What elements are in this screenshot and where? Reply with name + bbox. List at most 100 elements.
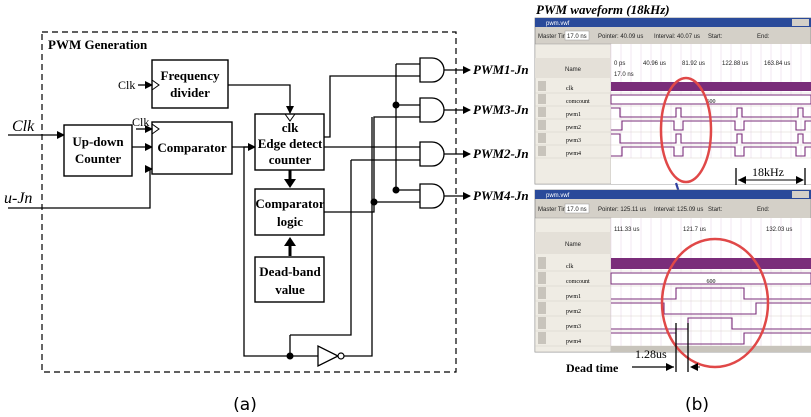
signal-icon	[538, 257, 546, 269]
highlight-ellipse-1	[659, 76, 713, 184]
window-1-pointer: Pointer: 40.09 us	[598, 34, 643, 40]
clk-wave	[611, 82, 811, 91]
dead-time-value: 1.28us	[635, 347, 667, 361]
window-1-tick-4: 163.84 us	[764, 61, 790, 67]
window-1-master-time-value: 17.0 ns	[567, 34, 587, 40]
clk-wave	[611, 258, 811, 269]
pwm-wave	[611, 332, 811, 345]
clk-small-label-2: Clk	[132, 115, 149, 129]
frequency-divider-label-1: Frequency	[161, 68, 220, 83]
clk-input-label: Clk	[12, 118, 35, 135]
pwm-wave	[611, 302, 811, 315]
pwm-wave	[611, 287, 811, 300]
dead-band-label-1: Dead-band	[259, 264, 321, 279]
pwm-wave	[611, 107, 811, 118]
window-2-tick-0: 111.33 us	[614, 227, 639, 233]
bus-wave	[610, 94, 811, 105]
window-1-name-header: Name	[565, 67, 582, 73]
window-1-marker: 17.0 ns	[614, 72, 634, 78]
signal-icon	[538, 302, 546, 314]
comparator-label: Comparator	[157, 140, 227, 155]
signal-name-pwm1: pwm1	[566, 112, 581, 118]
dead-time-label: Dead time	[566, 361, 619, 375]
dead-band-label-2: value	[275, 282, 305, 297]
comparator-logic-label-1: Comparator	[255, 196, 325, 211]
comparator-logic-label-2: logic	[277, 214, 303, 229]
u-jn-input-label: u-Jn	[4, 190, 32, 207]
window-1-tick-0: 0 ps	[614, 61, 625, 67]
window-2-pointer: Pointer: 125.11 us	[598, 207, 646, 213]
window-1-tick-1: 40.96 us	[643, 61, 666, 67]
signal-name-clk: clk	[566, 264, 573, 270]
signal-icon	[538, 81, 546, 91]
waveform-window-1: pwm.vwf Master Time 17.0 ns Pointer: 40.…	[534, 17, 811, 185]
signal-icon	[538, 146, 546, 156]
pwm-generation-boundary	[41, 31, 457, 373]
signal-icon	[538, 272, 546, 284]
waveform-window-2: pwm.vwf Master Time 17.0 ns Pointer: 125…	[534, 189, 811, 353]
window-2-master-time-value: 17.0 ns	[567, 207, 587, 213]
edge-detect-label-2: Edge detect	[258, 136, 323, 151]
signal-name-pwm3: pwm3	[566, 138, 581, 144]
up-down-counter-block	[63, 124, 133, 177]
window-1-master-time-label: Master Time	[538, 34, 572, 40]
window-1-titlebar	[535, 18, 811, 27]
waveform-title: PWM waveform (18kHz)	[536, 2, 670, 17]
window-2-titlebar	[535, 190, 811, 199]
signal-name-pwm4: pwm4	[566, 339, 581, 345]
clk-small-label-1: Clk	[118, 78, 135, 92]
up-down-counter-label-1: Up-down	[72, 134, 124, 149]
signal-icon	[538, 287, 546, 299]
signal-name-pwm3: pwm3	[566, 324, 581, 330]
window-2-master-time-label: Master Time	[538, 207, 572, 213]
window-2-scrollbar[interactable]	[611, 346, 811, 352]
window-1-interval: Interval: 40.07 us	[654, 34, 700, 40]
pwm-wave	[611, 120, 811, 131]
bus-value: 600	[707, 99, 716, 105]
pwm-wave	[611, 146, 811, 157]
output-pwm4: PWM4-Jn	[473, 188, 529, 203]
window-2-start: Start:	[708, 207, 723, 213]
signal-icon	[538, 120, 546, 130]
window-1-end: End:	[757, 34, 770, 40]
edge-detect-counter-block	[254, 113, 325, 171]
highlight-ellipse-2	[660, 237, 770, 369]
window-2-file: pwm.vwf	[546, 193, 570, 199]
dead-band-value-block	[254, 256, 325, 303]
and-gate-pwm3	[419, 97, 445, 123]
signal-name-pwm2: pwm2	[566, 309, 581, 315]
signal-name-pwm2: pwm2	[566, 125, 581, 131]
caption-a: (a)	[233, 395, 257, 415]
panel-a: PWM Generation Clk u-Jn Frequency divide…	[4, 31, 529, 415]
and-gate-pwm1	[419, 57, 445, 83]
edge-detect-label-1: clk	[282, 120, 299, 135]
window-2-minmax[interactable]	[792, 191, 809, 198]
signal-icon	[538, 107, 546, 117]
signal-name-pwm4: pwm4	[566, 151, 581, 157]
and-gate-pwm4	[419, 183, 445, 209]
window-2-end: End:	[757, 207, 770, 213]
output-pwm1: PWM1-Jn	[473, 62, 529, 77]
frequency-annotation: 18kHz	[752, 165, 784, 179]
comparator-block	[151, 121, 233, 175]
window-2-tick-1: 121.7 us	[683, 227, 706, 233]
signal-icon	[538, 133, 546, 143]
frequency-divider-block	[151, 59, 229, 109]
signal-name-clk: clk	[566, 86, 573, 92]
window-2-tick-2: 132.03 us	[766, 227, 792, 233]
panel-b: PWM waveform (18kHz) pwm.vwf Master Time…	[534, 2, 811, 415]
signal-icon	[538, 94, 546, 104]
signal-name-pwm1: pwm1	[566, 294, 581, 300]
window-1-minmax[interactable]	[792, 19, 809, 26]
pwm-generation-title: PWM Generation	[48, 37, 148, 52]
signal-name-comcount: comcount	[566, 99, 590, 105]
signal-icon	[538, 332, 546, 344]
output-pwm2: PWM2-Jn	[473, 146, 529, 161]
window-1-file: pwm.vwf	[546, 21, 570, 27]
window-1-tick-3: 122.88 us	[722, 61, 748, 67]
window-1-start: Start:	[708, 34, 723, 40]
window-1-tick-2: 81.92 us	[682, 61, 705, 67]
and-gate-pwm2	[419, 141, 445, 167]
pwm-wave	[611, 133, 811, 144]
caption-b: (b)	[685, 395, 709, 415]
